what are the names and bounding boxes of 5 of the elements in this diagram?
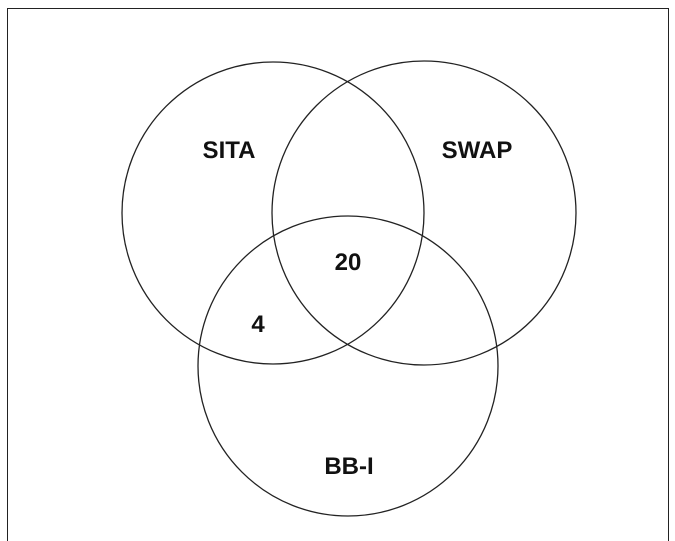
overlap-count: 4 [251, 311, 265, 339]
set-label: SITA [202, 137, 256, 165]
set-label: SWAP [442, 137, 512, 165]
set-label: BB-I [324, 453, 374, 481]
overlap-count: 20 [334, 249, 362, 277]
